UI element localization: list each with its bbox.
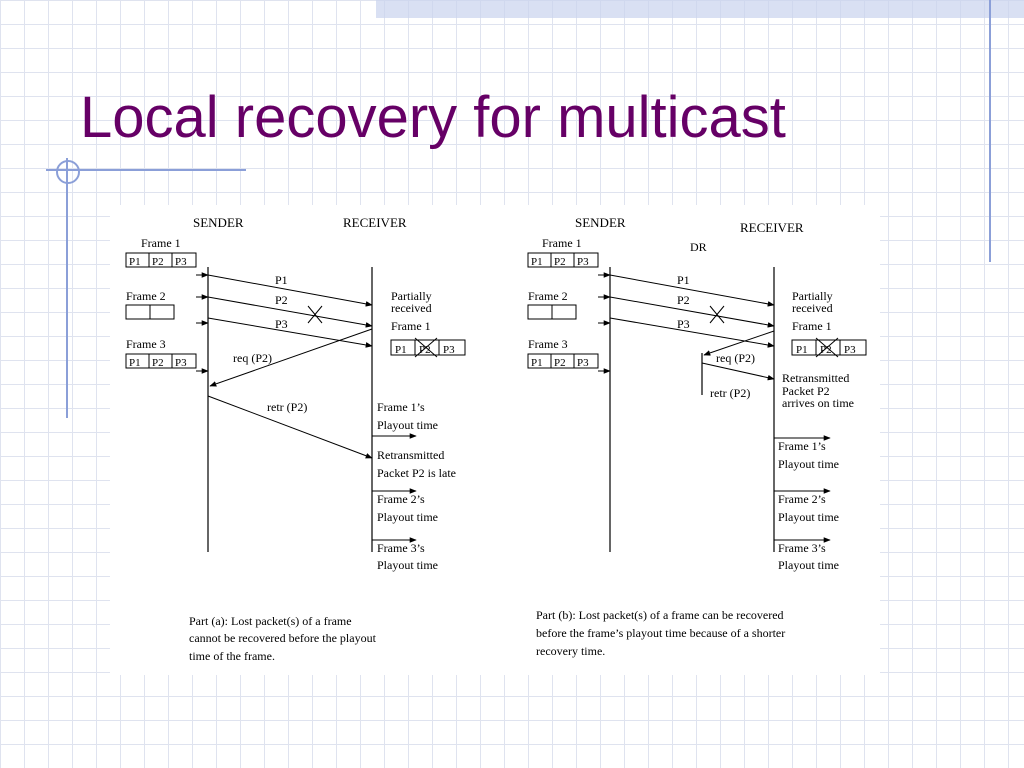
part-a-frame1-p1: P1 [129,256,141,268]
part-b-f2-playout-b: Playout time [778,510,839,524]
part-b-frame1-p1: P1 [531,256,543,268]
part-a-frame3-box [125,353,197,369]
part-a-req-label: req (P2) [233,351,272,365]
part-b-frame3-box [527,353,599,369]
part-a-late-b: Packet P2 is late [377,466,456,480]
part-b-sender-label: SENDER [575,215,626,230]
part-a-f1-playout-a: Frame 1’s [377,400,425,414]
part-a-frame1-p3: P3 [175,256,187,268]
part-a-late-a: Retransmitted [377,448,444,462]
part-b-recv-p1: P1 [796,344,808,356]
part-a-diagram: SENDER RECEIVER Frame 1 P1 P2 P3 Frame 2… [125,215,466,663]
part-b-retr-arrow [701,362,775,381]
part-b-recv-p2: P2 [820,344,832,356]
part-a-f2-playout-b: Playout time [377,510,438,524]
part-a-recv-p3: P3 [443,344,455,356]
part-b-req-label: req (P2) [716,351,755,365]
part-a-recv-frame1-label: Frame 1 [391,319,431,333]
part-b-frame3-label: Frame 3 [528,337,568,351]
part-b-diagram: SENDER RECEIVER DR Frame 1 P1 P2 P3 Fram… [527,215,867,658]
part-a-recv-p1: P1 [395,344,407,356]
part-a-f1-playout-b: Playout time [377,418,438,432]
part-a-frame2-label: Frame 2 [126,289,166,303]
part-b-f3-playout-b: Playout time [778,558,839,572]
part-a-frame3-p2: P2 [152,357,164,369]
part-b-retr-label: retr (P2) [710,386,750,400]
part-b-ontime-c: arrives on time [782,396,854,410]
part-a-f3-playout-b: Playout time [377,558,438,572]
part-b-p3-arrow [609,317,775,348]
part-a-recv-p2: P2 [419,344,431,356]
part-a-p1-label: P1 [275,273,288,287]
part-b-frame1-box [527,252,599,268]
part-a-p2-arrow [207,296,373,328]
part-a-frame3-label: Frame 3 [126,337,166,351]
recovery-diagram: SENDER RECEIVER Frame 1 P1 P2 P3 Frame 2… [125,215,867,663]
part-a-frame1-p2: P2 [152,256,164,268]
part-a-retr-arrow [207,395,373,459]
part-b-frame1-p2: P2 [554,256,566,268]
part-b-ontime-b: Packet P2 [782,384,830,398]
part-b-caption-line3: recovery time. [536,644,605,658]
part-b-frame3-p2: P2 [554,357,566,369]
part-b-partially-label: Partially [792,289,833,303]
part-a-caption-line1: Part (a): Lost packet(s) of a frame [189,614,352,628]
top-decoration-bar [376,0,1024,18]
part-b-p2-label: P2 [677,293,690,307]
slide-title: Local recovery for multicast [80,85,786,150]
part-a-p3-label: P3 [275,317,288,331]
part-b-frame1-p3: P3 [577,256,589,268]
part-a-recv-frame1-box [390,339,466,356]
part-a-caption-line3: time of the frame. [189,649,275,663]
part-a-frame1-box [125,252,197,268]
part-b-p3-label: P3 [677,317,690,331]
part-a-sender-label: SENDER [193,215,244,230]
part-b-p2-arrow [609,296,775,328]
part-b-ontime-a: Retransmitted [782,371,849,385]
part-a-retr-label: retr (P2) [267,400,307,414]
part-a-p1-arrow [207,274,373,307]
part-a-receiver-label: RECEIVER [343,215,407,230]
right-decoration-line [989,0,991,262]
part-b-recv-frame1-label: Frame 1 [792,319,832,333]
title-underline [46,169,246,171]
part-b-caption-line1: Part (b): Lost packet(s) of a frame can … [536,608,784,622]
part-b-frame3-p3: P3 [577,357,589,369]
part-b-received-label: received [792,301,833,315]
part-b-f1-playout-a: Frame 1’s [778,439,826,453]
part-b-f1-playout-b: Playout time [778,457,839,471]
part-b-caption-line2: before the frame’s playout time because … [536,626,785,640]
part-a-caption-line2: cannot be recovered before the playout [189,631,377,645]
part-b-req-arrow [703,330,775,356]
part-a-received-label: received [391,301,432,315]
part-a-req-arrow [209,328,373,387]
part-a-frame3-p1: P1 [129,357,141,369]
part-b-f2-playout-a: Frame 2’s [778,492,826,506]
part-a-frame3-p3: P3 [175,357,187,369]
part-b-frame3-p1: P1 [531,357,543,369]
part-b-p1-arrow [609,274,775,307]
part-a-frame1-label: Frame 1 [141,236,181,250]
part-b-frame2-label: Frame 2 [528,289,568,303]
multicast-recovery-figure: SENDER RECEIVER Frame 1 P1 P2 P3 Frame 2… [110,205,880,675]
part-a-partially-label: Partially [391,289,432,303]
part-b-recv-frame1-box [791,339,867,356]
part-b-recv-p3: P3 [844,344,856,356]
part-a-f2-playout-a: Frame 2’s [377,492,425,506]
part-a-p2-label: P2 [275,293,288,307]
part-b-frame1-label: Frame 1 [542,236,582,250]
part-b-receiver-label: RECEIVER [740,220,804,235]
left-decoration-line [66,158,68,418]
part-a-p3-arrow [207,317,373,348]
part-b-f3-playout-a: Frame 3’s [778,541,826,555]
part-b-p1-label: P1 [677,273,690,287]
part-b-dr-label: DR [690,240,707,254]
part-a-f3-playout-a: Frame 3’s [377,541,425,555]
decoration-circle [56,160,80,184]
